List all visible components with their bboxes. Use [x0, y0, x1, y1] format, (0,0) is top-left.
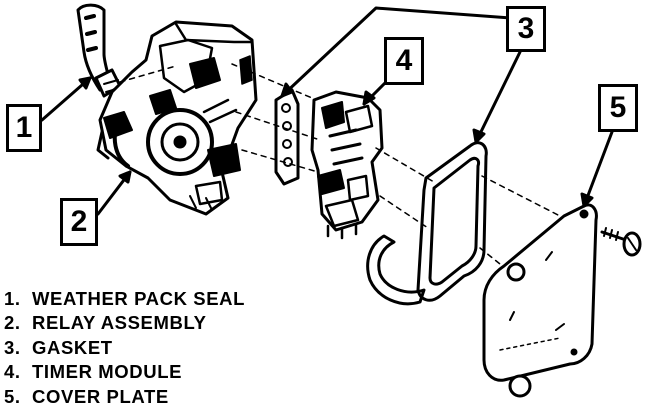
legend-number: 5. — [4, 385, 21, 407]
callout-1: 1 — [6, 104, 42, 152]
callout-5: 5 — [598, 84, 638, 132]
legend-item: 3. GASKET — [4, 336, 245, 360]
legend-label: RELAY ASSEMBLY — [32, 312, 207, 334]
legend-number: 3. — [4, 336, 21, 358]
legend-label: COVER PLATE — [32, 385, 169, 407]
cover-plate — [482, 203, 598, 398]
explode-lines — [119, 63, 561, 265]
legend-number: 2. — [4, 312, 21, 334]
legend-item: 1. WEATHER PACK SEAL — [4, 287, 245, 311]
legend-item: 4. TIMER MODULE — [4, 360, 245, 384]
parts-legend: 1. WEATHER PACK SEAL 2. RELAY ASSEMBLY 3. G… — [4, 287, 245, 408]
legend-item: 2. RELAY ASSEMBLY — [4, 311, 245, 335]
legend-label: WEATHER PACK SEAL — [32, 288, 246, 309]
legend-number: 1. — [4, 288, 21, 309]
callout-2: 2 — [60, 198, 98, 246]
relay-assembly — [96, 20, 258, 216]
legend-item: 5. COVER PLATE — [4, 385, 245, 408]
legend-label: GASKET — [32, 336, 113, 358]
legend-number: 4. — [4, 361, 21, 383]
leader-lines — [40, 6, 614, 216]
callout-4: 4 — [384, 37, 424, 85]
cover-screw — [600, 227, 642, 257]
callout-3: 3 — [506, 6, 546, 52]
gasket — [366, 141, 488, 306]
weather-pack-seal — [76, 3, 122, 98]
legend-label: TIMER MODULE — [32, 361, 183, 383]
